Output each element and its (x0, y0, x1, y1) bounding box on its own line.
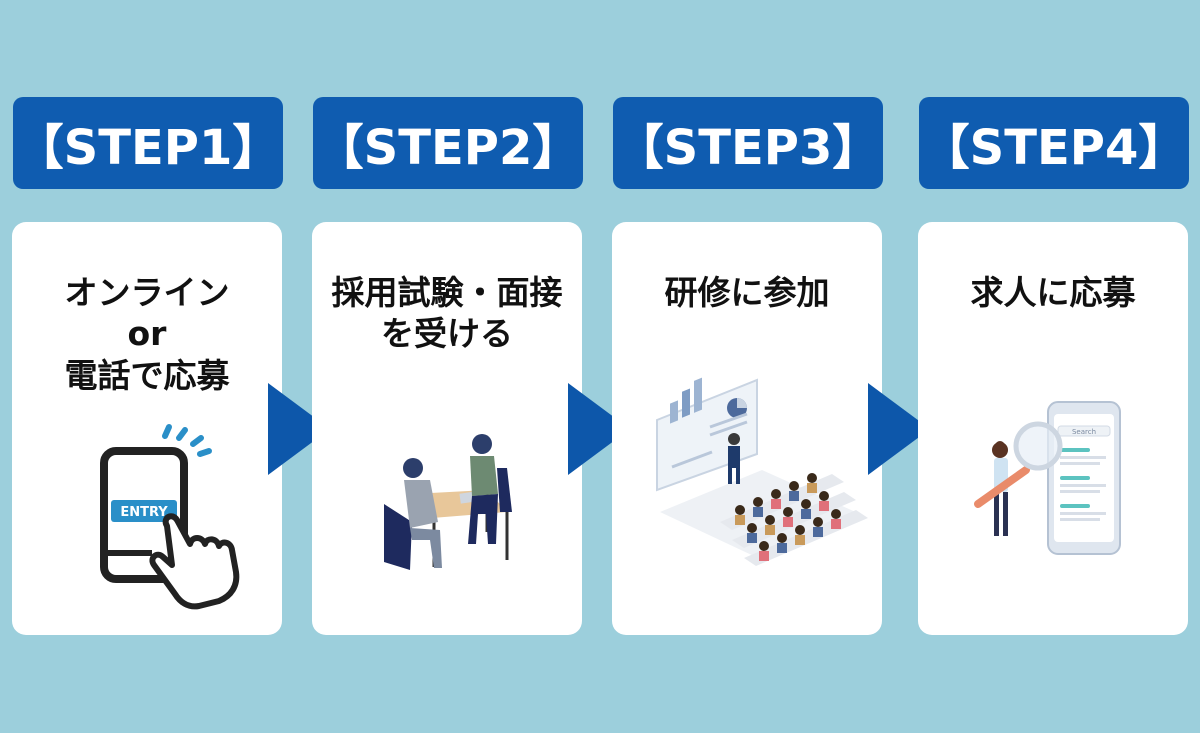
step1-title: オンライン or 電話で応募 (12, 272, 282, 396)
interviewee-icon (403, 458, 423, 478)
step1-title-line1: オンライン (64, 273, 230, 312)
step2-title: 採用試験・面接 を受ける (312, 272, 582, 355)
step2-title-line2: を受ける (381, 314, 513, 354)
interviewer-icon (472, 434, 492, 454)
step4-label: 【STEP4】 (921, 120, 1187, 176)
step3-title: 研修に参加 (612, 272, 882, 313)
step3-header: 【STEP3】 (613, 97, 883, 189)
job-search-illustration: Search (974, 401, 1121, 555)
chair-icon (384, 504, 412, 570)
step2-header: 【STEP2】 (313, 97, 583, 189)
step4-header: 【STEP4】 (919, 97, 1189, 189)
presenter-icon (728, 433, 740, 445)
step3-label: 【STEP3】 (615, 120, 881, 176)
step4-title: 求人に応募 (918, 272, 1188, 313)
step1-title-line2: or (127, 314, 167, 354)
tap-signal-icon (162, 424, 212, 457)
step1-title-line3: 電話で応募 (64, 355, 230, 395)
step1-header: 【STEP1】 (13, 97, 283, 189)
entry-badge (111, 500, 177, 522)
phone-icon (100, 447, 188, 583)
magnifier-icon (1013, 421, 1063, 471)
woman-with-magnifier-icon (974, 421, 1063, 536)
step3-card: 研修に参加 (612, 222, 882, 635)
step1-card: オンライン or 電話で応募 ENTRY (12, 222, 282, 635)
training-seminar-illustration (656, 377, 868, 566)
step4-title-line1: 求人に応募 (970, 273, 1136, 312)
step2-title-line1: 採用試験・面接 (331, 273, 563, 312)
phone-tap-illustration: ENTRY (100, 424, 240, 610)
step1-label: 【STEP1】 (15, 120, 281, 176)
search-label: Search (1072, 428, 1096, 436)
pointing-hand-icon (149, 513, 240, 610)
entry-label: ENTRY (120, 505, 168, 520)
step3-title-line1: 研修に参加 (664, 273, 830, 312)
step4-card: 求人に応募 Search (918, 222, 1188, 635)
interview-illustration (384, 434, 512, 570)
step2-card: 採用試験・面接 を受ける (312, 222, 582, 635)
audience-group (720, 473, 868, 566)
step2-label: 【STEP2】 (315, 120, 581, 176)
job-listings (1060, 448, 1106, 521)
presentation-screen-icon (656, 378, 758, 492)
search-bar (1057, 425, 1111, 437)
